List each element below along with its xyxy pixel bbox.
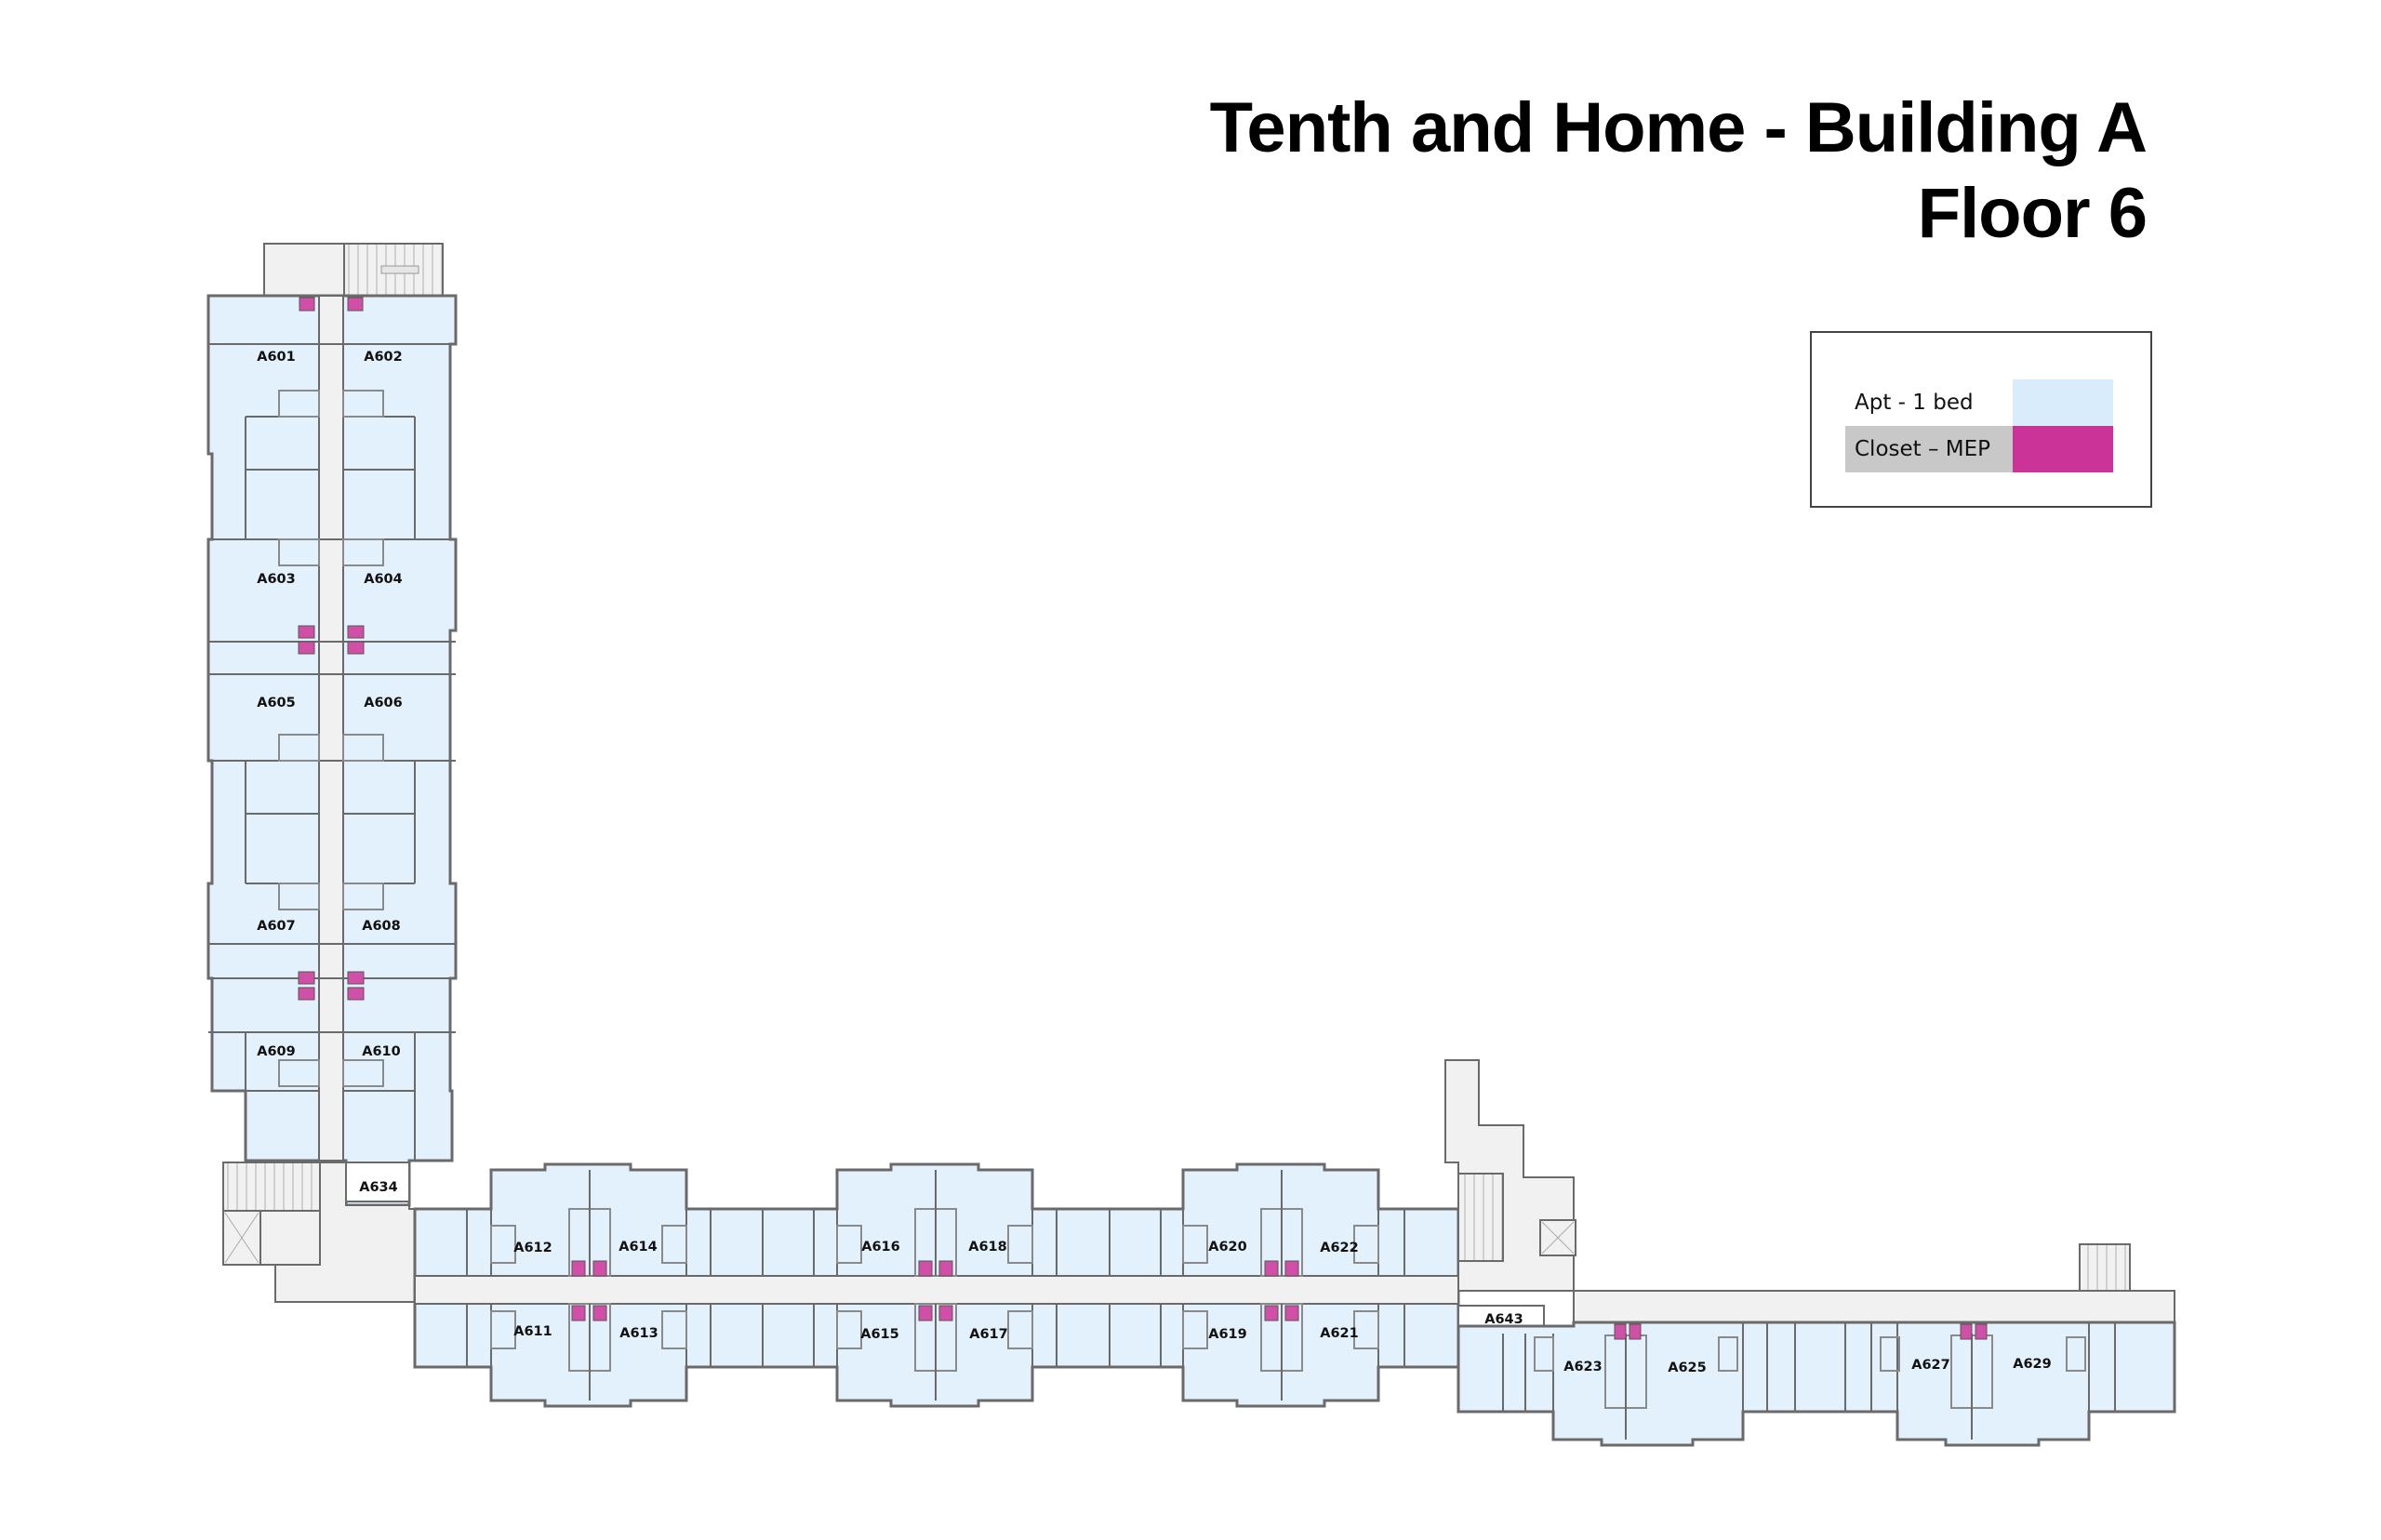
legend-item-closet-mep: Closet – MEP xyxy=(1845,426,2117,472)
mep-closets-southeast xyxy=(1614,1323,1988,1340)
stair-southwest xyxy=(222,1162,321,1212)
unit-label-a601: A601 xyxy=(257,350,296,365)
north-wing xyxy=(206,243,458,1303)
unit-label-a603: A603 xyxy=(257,572,296,587)
unit-label-a643: A643 xyxy=(1484,1312,1523,1327)
unit-label-a602: A602 xyxy=(364,350,403,365)
building-title: Tenth and Home - Building A xyxy=(1209,88,2148,167)
unit-label-a613: A613 xyxy=(619,1326,658,1341)
unit-label-a611: A611 xyxy=(513,1324,552,1339)
unit-label-a621: A621 xyxy=(1320,1326,1359,1341)
southeast-wing-outline xyxy=(1457,1321,2176,1447)
southeast-corridor xyxy=(1573,1290,2175,1323)
unit-label-a604: A604 xyxy=(364,572,403,587)
unit-label-a623: A623 xyxy=(1563,1360,1603,1374)
floor-title: Floor 6 xyxy=(1917,174,2148,253)
legend-label: Apt - 1 bed xyxy=(1855,391,1974,415)
stair-east xyxy=(1457,1173,1504,1262)
unit-label-a615: A615 xyxy=(860,1327,899,1342)
mep-closets-north xyxy=(298,297,365,1001)
north-corridor xyxy=(318,295,344,1162)
east-wing xyxy=(413,1162,1460,1408)
unit-label-a617: A617 xyxy=(969,1327,1008,1342)
unit-label-a629: A629 xyxy=(2013,1357,2052,1372)
unit-labels: A601 A602 A603 A604 A605 A606 A607 A608 … xyxy=(257,350,2052,1375)
unit-label-a619: A619 xyxy=(1208,1327,1247,1342)
east-corridor xyxy=(414,1275,1459,1305)
unit-label-a627: A627 xyxy=(1911,1358,1950,1373)
unit-label-a607: A607 xyxy=(257,919,296,934)
legend-label: Closet – MEP xyxy=(1845,426,2013,472)
unit-label-a609: A609 xyxy=(257,1044,296,1059)
legend-swatch-apartment xyxy=(2013,379,2113,426)
service-room-a634 xyxy=(345,1162,410,1202)
unit-label-a610: A610 xyxy=(362,1044,401,1059)
legend-item-apartment: Apt - 1 bed xyxy=(1845,379,2117,426)
unit-label-a605: A605 xyxy=(257,696,296,710)
legend: Apt - 1 bed Closet – MEP xyxy=(1810,331,2152,508)
common-room-top xyxy=(263,243,345,300)
unit-label-a622: A622 xyxy=(1320,1241,1359,1255)
mep-closets-east xyxy=(571,1260,1299,1321)
unit-label-a608: A608 xyxy=(362,919,401,934)
unit-label-a614: A614 xyxy=(619,1240,658,1255)
unit-label-a606: A606 xyxy=(364,696,403,710)
southeast-wing xyxy=(1457,1321,2176,1447)
unit-label-a618: A618 xyxy=(968,1240,1007,1255)
east-core xyxy=(1444,1059,2175,1334)
unit-label-a620: A620 xyxy=(1208,1240,1247,1255)
unit-label-a612: A612 xyxy=(513,1241,552,1255)
unit-label-a616: A616 xyxy=(861,1240,900,1255)
title-block: Tenth and Home - Building A Floor 6 xyxy=(1209,86,2148,257)
stair-southeast xyxy=(2079,1243,2131,1292)
unit-label-a625: A625 xyxy=(1668,1361,1707,1375)
unit-label-a634: A634 xyxy=(359,1180,398,1195)
legend-swatch-closet-mep xyxy=(2013,426,2113,472)
